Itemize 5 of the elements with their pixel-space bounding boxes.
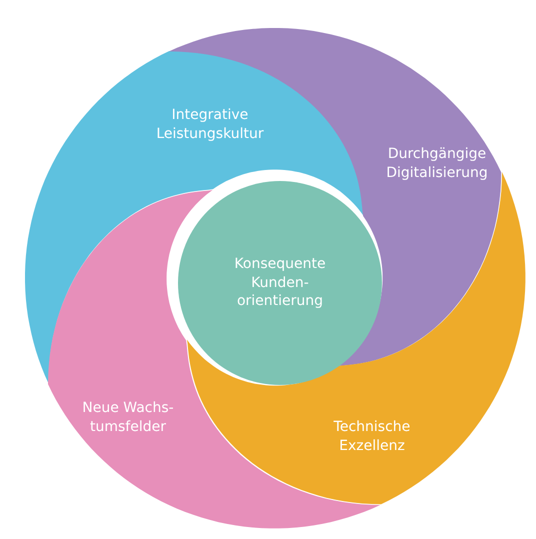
- segment-label: Durchgängige Digitalisierung: [385, 145, 489, 183]
- segment-label: Neue Wachs- tumsfelder: [81, 399, 175, 437]
- segment-label: Integrative Leistungskultur: [155, 106, 265, 144]
- center-label: Konsequente Kunden- orientierung: [233, 254, 327, 312]
- segment-label: Technische Exzellenz: [332, 418, 412, 456]
